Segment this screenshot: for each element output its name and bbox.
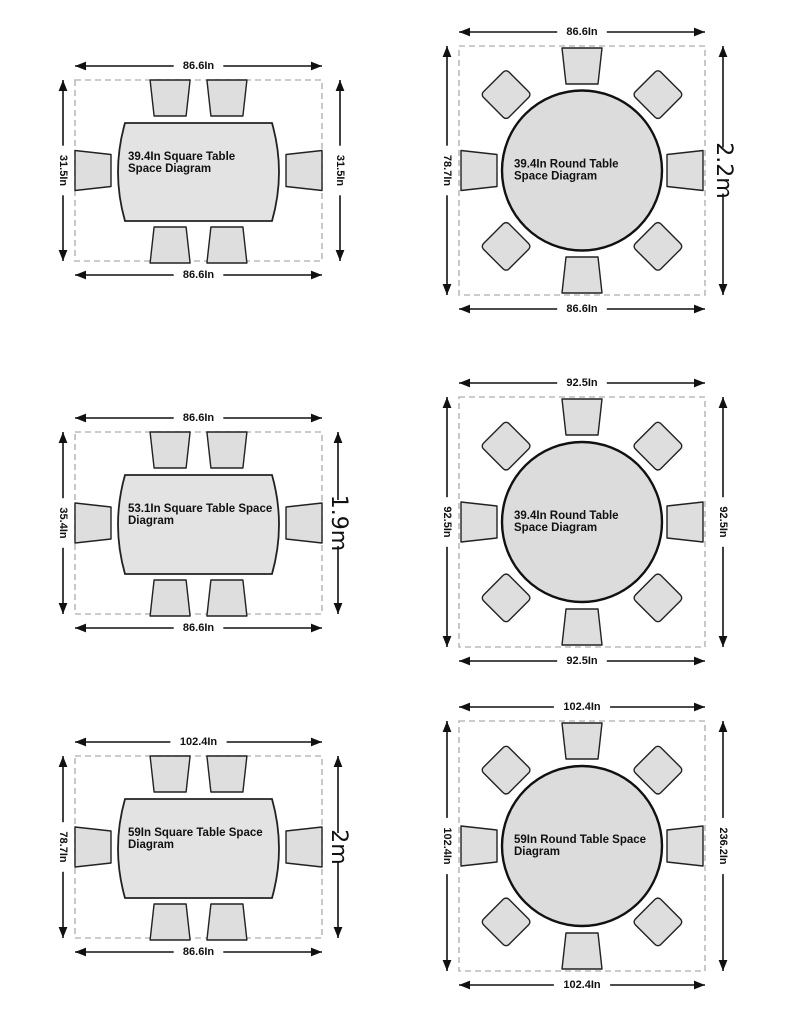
chair: [74, 502, 112, 544]
table: [500, 440, 664, 604]
top-dimension-label: 92.5In: [566, 377, 597, 389]
left-dimension-label: 92.5In: [441, 506, 453, 537]
table-label-line1: 39.4In Square Table: [128, 151, 235, 163]
chair: [481, 745, 531, 795]
chair: [666, 825, 704, 867]
dashed-room-outline: [458, 396, 706, 648]
chair: [285, 149, 323, 192]
table: [117, 474, 280, 575]
chair: [460, 501, 498, 543]
chair: [149, 579, 191, 617]
table-label-line2: Diagram: [514, 846, 560, 858]
top-dimension-label: 86.6In: [566, 26, 597, 38]
chair: [149, 226, 191, 264]
chair: [561, 398, 603, 436]
dashed-room-outline: [74, 431, 323, 615]
right-dimension-label: 236.2In: [717, 827, 729, 865]
chair: [460, 825, 498, 867]
table-label-line2: Diagram: [128, 515, 174, 527]
bottom-dimension-label: 86.6In: [183, 269, 214, 281]
left-dimension-label: 35.4In: [57, 507, 69, 538]
table-label-line2: Space Diagram: [514, 171, 597, 183]
chair: [561, 47, 603, 85]
chair: [285, 826, 323, 868]
table: [117, 122, 280, 222]
chair: [74, 149, 112, 192]
chair: [481, 573, 531, 623]
chair: [206, 226, 248, 264]
table: [500, 764, 664, 928]
chair: [666, 149, 704, 192]
chair: [633, 421, 683, 471]
chair: [481, 421, 531, 471]
bottom-dimension-label: 86.6In: [183, 946, 214, 958]
chair: [149, 755, 191, 793]
table: [500, 89, 664, 252]
right-dimension-label: 31.5In: [334, 155, 346, 186]
top-dimension-label: 86.6In: [183, 60, 214, 72]
chair: [206, 903, 248, 941]
chair: [481, 897, 531, 947]
chair: [206, 431, 248, 469]
chair: [666, 501, 704, 543]
left-dimension-label: 78.7In: [441, 155, 453, 186]
dashed-room-outline: [458, 720, 706, 972]
left-dimension-label: 78.7In: [57, 831, 69, 862]
top-dimension-label: 102.4In: [563, 701, 601, 713]
chair: [633, 221, 683, 271]
chair: [633, 745, 683, 795]
chair: [460, 149, 498, 192]
chair: [561, 256, 603, 294]
dashed-room-outline: [74, 755, 323, 939]
table-label-line2: Space Diagram: [514, 522, 597, 534]
right-dimension-label: 92.5In: [717, 506, 729, 537]
chair: [633, 70, 683, 120]
top-dimension-label: 86.6In: [183, 412, 214, 424]
table-label-line1: 39.4In Round Table: [514, 510, 619, 522]
left-dimension-label: 102.4In: [441, 827, 453, 865]
dashed-room-outline: [458, 45, 706, 296]
chair: [561, 932, 603, 970]
chair: [633, 573, 683, 623]
chair: [633, 897, 683, 947]
bottom-dimension-label: 102.4In: [563, 979, 601, 991]
chair: [206, 579, 248, 617]
table-label-line2: Diagram: [128, 839, 174, 851]
top-dimension-label: 102.4In: [180, 736, 218, 748]
table-label-line1: 59In Square Table Space: [128, 827, 263, 839]
chair: [285, 502, 323, 544]
chair: [481, 221, 531, 271]
right-dimension-label: 2m: [326, 829, 351, 864]
chair: [561, 722, 603, 760]
chair: [149, 79, 191, 117]
chair: [149, 903, 191, 941]
bottom-dimension-label: 86.6In: [566, 303, 597, 315]
bottom-dimension-label: 92.5In: [566, 655, 597, 667]
chair: [561, 608, 603, 646]
right-dimension-label: 2.2m: [711, 142, 736, 198]
left-dimension-label: 31.5In: [57, 155, 69, 186]
table-label-line1: 53.1In Square Table Space: [128, 503, 272, 515]
table-label-line1: 59In Round Table Space: [514, 834, 646, 846]
right-dimension-label: 1.9m: [326, 495, 351, 551]
chair: [206, 79, 248, 117]
bottom-dimension-label: 86.6In: [183, 622, 214, 634]
chair: [149, 431, 191, 469]
chair: [206, 755, 248, 793]
table-label-line2: Space Diagram: [128, 163, 211, 175]
chair: [481, 70, 531, 120]
table-label-line1: 39.4In Round Table: [514, 159, 619, 171]
table: [117, 798, 280, 899]
chair: [74, 826, 112, 868]
